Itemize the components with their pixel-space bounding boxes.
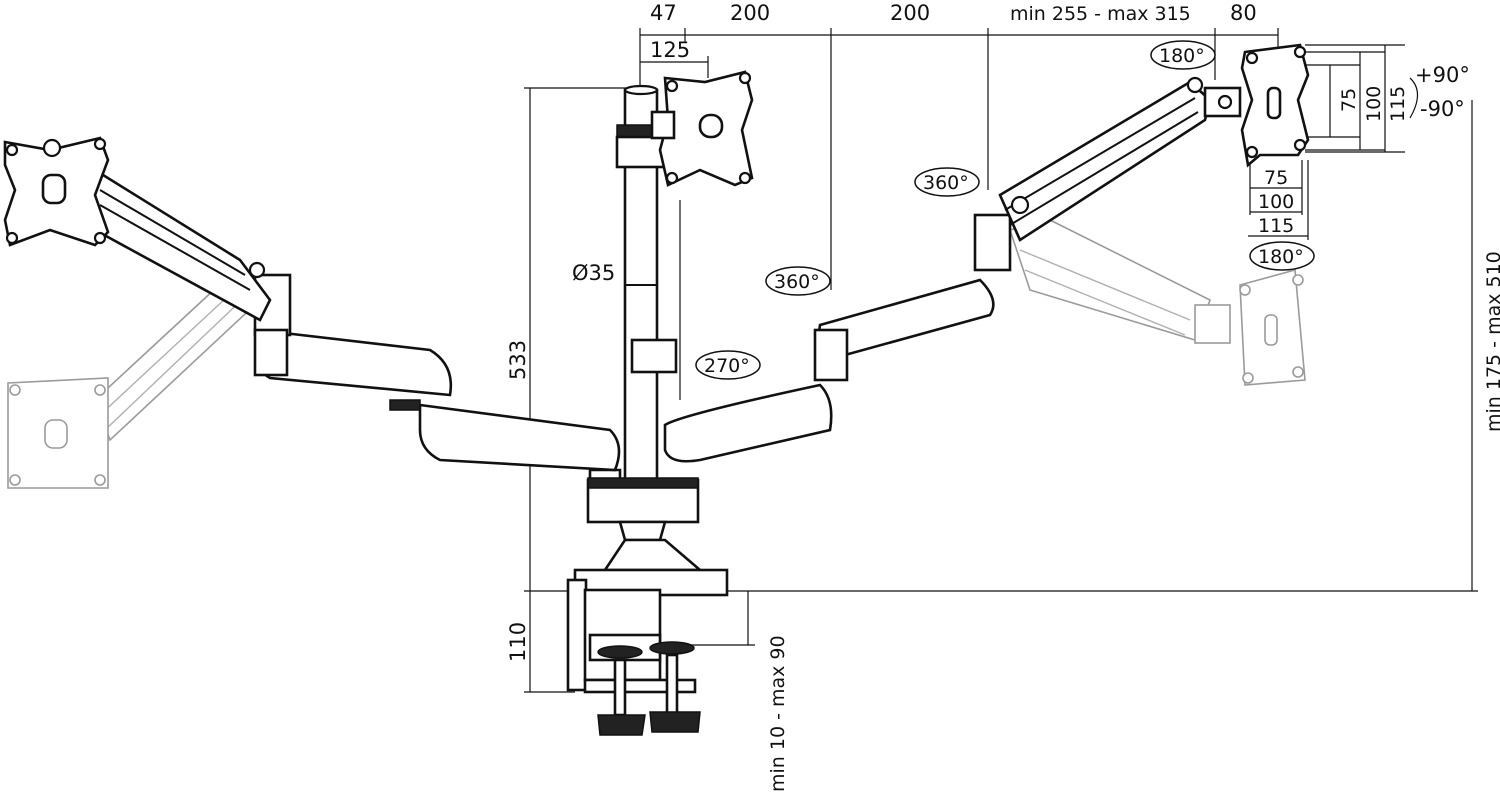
- center-pole: [615, 84, 678, 492]
- vesa-h-75: 75: [1338, 88, 1360, 112]
- rotation-270: 270°: [704, 355, 750, 377]
- rotation-markers: [695, 40, 1419, 380]
- tilt-plus: +90°: [1415, 63, 1470, 87]
- desk-clamp: [566, 477, 729, 736]
- rotation-360-mid: 360°: [774, 271, 820, 293]
- dim-top-47: 47: [650, 1, 677, 25]
- dim-top-200-b: 200: [890, 1, 930, 25]
- left-arm: [93, 167, 622, 522]
- rotation-360-right: 360°: [923, 172, 969, 194]
- vesa-v-100: 100: [1258, 191, 1294, 213]
- tilt-minus: -90°: [1420, 97, 1465, 121]
- labels: 47 200 200 min 255 - max 315 80 125 Ø35 …: [506, 1, 1500, 792]
- vesa-v-75: 75: [1264, 167, 1288, 189]
- rotation-180-top: 180°: [1159, 45, 1205, 67]
- right-arm: [663, 76, 1242, 463]
- left-arm-ghost: [7, 273, 262, 489]
- rotation-180-bottom: 180°: [1258, 246, 1304, 268]
- right-arm-ghost: [1008, 219, 1306, 386]
- top-vesa-plate: [650, 70, 754, 187]
- vesa-v-115: 115: [1258, 215, 1294, 237]
- dim-top-200-a: 200: [730, 1, 770, 25]
- vesa-h-100: 100: [1363, 86, 1385, 122]
- dim-533: 533: [506, 340, 530, 380]
- dim-top-range: min 255 - max 315: [1010, 3, 1191, 25]
- pole-diameter: Ø35: [572, 261, 615, 285]
- dim-clamp-range: min 10 - max 90: [767, 635, 789, 792]
- dim-110: 110: [506, 622, 530, 662]
- left-vesa-plate: [3, 136, 110, 247]
- dim-125: 125: [650, 38, 690, 62]
- right-vesa-plate: [1240, 43, 1310, 168]
- dim-top-80: 80: [1230, 1, 1257, 25]
- vesa-h-115: 115: [1387, 86, 1409, 122]
- dim-height-range: min 175 - max 510: [1483, 251, 1500, 432]
